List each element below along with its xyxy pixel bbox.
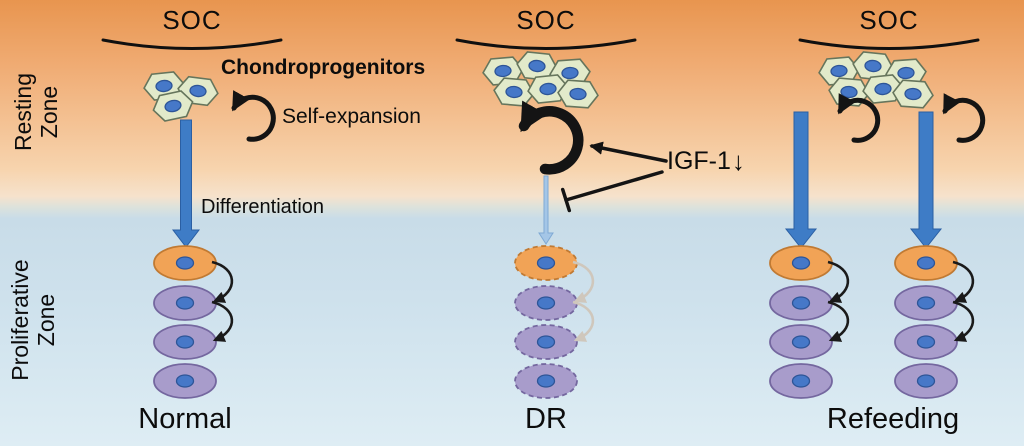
soc-label-refeeding: SOC xyxy=(859,5,919,35)
proliferation-arrow xyxy=(827,300,850,342)
proliferation-arrow xyxy=(211,300,234,342)
proliferative-column-normal xyxy=(153,245,234,399)
panel-normal xyxy=(141,70,276,399)
chondroprogenitor-cluster-refeeding xyxy=(817,50,935,110)
purple-cell xyxy=(769,285,833,321)
proliferation-arrow xyxy=(952,300,975,342)
soc-curve-dr xyxy=(455,38,637,50)
igf1-annotation: IGF-1↓ xyxy=(667,147,745,176)
proliferation-arrow-faded xyxy=(572,260,595,303)
igf1-text: IGF-1 xyxy=(667,146,731,175)
soc-curve-refeeding xyxy=(798,38,980,50)
orange-cell xyxy=(769,245,833,281)
soc-label-dr: SOC xyxy=(516,5,576,35)
self-expansion-arrow-refeeding-2 xyxy=(942,93,986,143)
soc-brace-curves xyxy=(101,38,980,50)
differentiation-arrow-normal xyxy=(171,119,201,248)
self-expansion-arrow-refeeding-1 xyxy=(837,93,881,143)
igf1-effect-lines xyxy=(560,141,668,213)
soc-label-normal: SOC xyxy=(162,5,222,35)
self-expansion-label: Self-expansion xyxy=(282,105,421,128)
proliferation-arrow xyxy=(827,260,850,303)
proliferative-zone-line1: Proliferative xyxy=(6,259,33,381)
proliferative-column-refeeding-2 xyxy=(894,245,975,399)
differentiation-arrow-dr-faint xyxy=(538,175,554,245)
igf1-inhibition-tbar xyxy=(560,187,572,213)
soc-curve-normal xyxy=(101,38,283,50)
chondroprogenitor-cluster-dr xyxy=(481,50,600,110)
condition-label-refeeding: Refeeding xyxy=(826,403,960,435)
orange-cell xyxy=(153,245,217,281)
purple-cell xyxy=(153,285,217,321)
igf1-decrease-arrow-icon: ↓ xyxy=(731,146,745,176)
condition-label-dr: DR xyxy=(525,403,567,435)
purple-cell xyxy=(894,285,958,321)
proliferation-arrow xyxy=(211,260,234,303)
resting-zone-line2: Zone xyxy=(36,85,62,139)
proliferation-arrow-faded xyxy=(572,300,595,342)
resting-zone-label: Resting Zone xyxy=(6,27,66,197)
proliferative-zone-line2: Zone xyxy=(33,293,59,347)
condition-label-normal: Normal xyxy=(138,403,232,435)
panel-refeeding xyxy=(769,50,986,399)
purple-cell xyxy=(769,363,833,399)
purple-cell xyxy=(769,324,833,360)
differentiation-arrow-refeeding-2 xyxy=(909,111,943,249)
chondroprogenitors-label: Chondroprogenitors xyxy=(221,56,426,79)
purple-cell-dashed xyxy=(514,324,578,360)
differentiation-label: Differentiation xyxy=(201,196,325,218)
purple-cell xyxy=(153,324,217,360)
panel-dr xyxy=(481,50,668,399)
proliferation-arrow xyxy=(952,260,975,303)
orange-cell-dashed xyxy=(514,245,578,281)
chondroprogenitor-cluster-normal xyxy=(141,70,221,124)
proliferative-column-dr xyxy=(514,245,595,399)
purple-cell xyxy=(894,324,958,360)
orange-cell xyxy=(894,245,958,281)
igf1-inhibition-line xyxy=(564,170,664,202)
self-expansion-arrow-normal xyxy=(231,90,276,142)
differentiation-arrow-refeeding-1 xyxy=(784,111,818,249)
purple-cell-dashed xyxy=(514,285,578,321)
purple-cell xyxy=(153,363,217,399)
purple-cell-dashed xyxy=(514,363,578,399)
purple-cell xyxy=(894,363,958,399)
proliferative-zone-label: Proliferative Zone xyxy=(3,215,63,425)
proliferative-column-refeeding-1 xyxy=(769,245,850,399)
resting-zone-line1: Resting xyxy=(9,73,36,151)
self-expansion-arrow-dr-thick xyxy=(518,100,584,175)
igf1-activation-arrow xyxy=(589,141,668,163)
